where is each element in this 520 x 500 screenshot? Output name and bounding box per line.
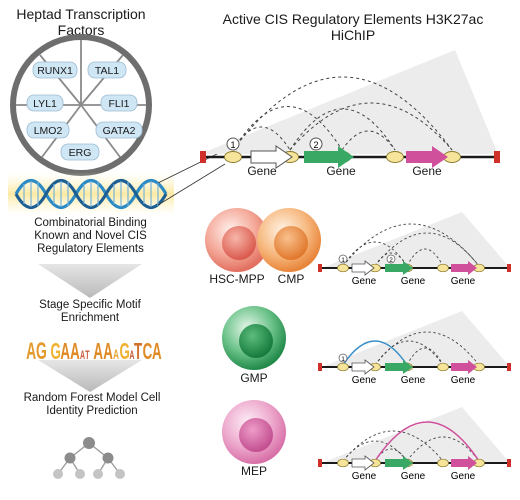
factor-erg: ERG bbox=[69, 147, 92, 159]
motif-description: Stage Specific Motif Enrichment bbox=[39, 299, 141, 325]
svg-text:A: A bbox=[152, 338, 162, 364]
large-locus: 1 2 Gene Gene Gene bbox=[200, 50, 500, 178]
dna-helix bbox=[8, 172, 174, 216]
cell-mep bbox=[222, 400, 286, 464]
enhancer-number-2: 2 bbox=[313, 140, 318, 150]
gene-label: Gene bbox=[352, 375, 377, 386]
factor-runx1: RUNX1 bbox=[37, 65, 73, 77]
enhancer-number-1: 1 bbox=[341, 356, 345, 363]
small-locus-gmp: 1 Gene Gene Gene bbox=[318, 311, 511, 386]
factor-gata2: GATA2 bbox=[103, 125, 136, 137]
connector-line-top bbox=[157, 149, 226, 184]
enhancer-number-1: 1 bbox=[230, 140, 235, 150]
cell-label-gmp: GMP bbox=[240, 371, 268, 385]
svg-text:T: T bbox=[85, 349, 89, 362]
gene-label: Gene bbox=[451, 375, 476, 386]
gene-label: Gene bbox=[352, 471, 377, 482]
gene-label: Gene bbox=[401, 471, 426, 482]
factor-lyl1: LYL1 bbox=[33, 98, 57, 110]
cell-label-hsc-mpp: HSC-MPP bbox=[209, 272, 265, 286]
gene-label: Gene bbox=[412, 164, 442, 178]
cell-gmp bbox=[222, 306, 286, 370]
svg-text:A: A bbox=[60, 338, 70, 364]
connector-line-bottom bbox=[157, 163, 226, 206]
down-arrow-1 bbox=[38, 264, 142, 298]
motif-logo: A G G A A A T A A A G A T C A bbox=[26, 338, 162, 365]
small-locus-hsc-cmp: 1 2 Gene Gene Gene bbox=[318, 212, 511, 287]
svg-text:A: A bbox=[70, 338, 80, 364]
svg-text:A: A bbox=[80, 349, 85, 362]
svg-text:T: T bbox=[134, 338, 143, 364]
binding-description: Combinatorial Binding Known and Novel CI… bbox=[34, 217, 147, 256]
small-locus-mep: Gene Gene Gene bbox=[318, 407, 511, 482]
cell-hsc-mpp bbox=[205, 208, 269, 272]
enhancer-number-2: 2 bbox=[389, 257, 393, 264]
factor-lmo2: LMO2 bbox=[34, 125, 63, 137]
cell-label-cmp: CMP bbox=[277, 272, 305, 286]
cell-cmp bbox=[257, 208, 321, 272]
factor-tal1: TAL1 bbox=[95, 65, 119, 77]
svg-text:A: A bbox=[93, 338, 103, 364]
gene-label: Gene bbox=[401, 375, 426, 386]
gene-label: Gene bbox=[247, 164, 277, 178]
gene-label: Gene bbox=[451, 471, 476, 482]
svg-text:A: A bbox=[129, 349, 134, 362]
factor-fli1: FLI1 bbox=[108, 98, 129, 110]
svg-text:G: G bbox=[119, 338, 129, 364]
decision-tree-icon bbox=[53, 437, 125, 479]
gene-label: Gene bbox=[352, 276, 377, 287]
svg-text:A: A bbox=[26, 338, 36, 365]
model-description: Random Forest Model Cell Identity Predic… bbox=[23, 392, 161, 418]
cell-label-mep: MEP bbox=[240, 464, 267, 478]
svg-text:G: G bbox=[50, 338, 60, 364]
active-elements-title: Active CIS Regulatory Elements H3K27ac H… bbox=[222, 11, 484, 44]
enhancer-number-1: 1 bbox=[341, 257, 345, 264]
svg-text:A: A bbox=[103, 338, 113, 364]
heptad-circle: RUNX1 TAL1 LYL1 FLI1 LMO2 GATA2 ERG bbox=[10, 34, 152, 176]
gene-label: Gene bbox=[451, 276, 476, 287]
svg-text:C: C bbox=[143, 338, 153, 364]
down-arrow-2 bbox=[38, 360, 142, 392]
heptad-title: Heptad Transcription Factors bbox=[16, 6, 146, 39]
svg-text:A: A bbox=[113, 348, 119, 363]
svg-text:G: G bbox=[36, 338, 47, 365]
gene-label: Gene bbox=[401, 276, 426, 287]
gene-label: Gene bbox=[326, 164, 356, 178]
